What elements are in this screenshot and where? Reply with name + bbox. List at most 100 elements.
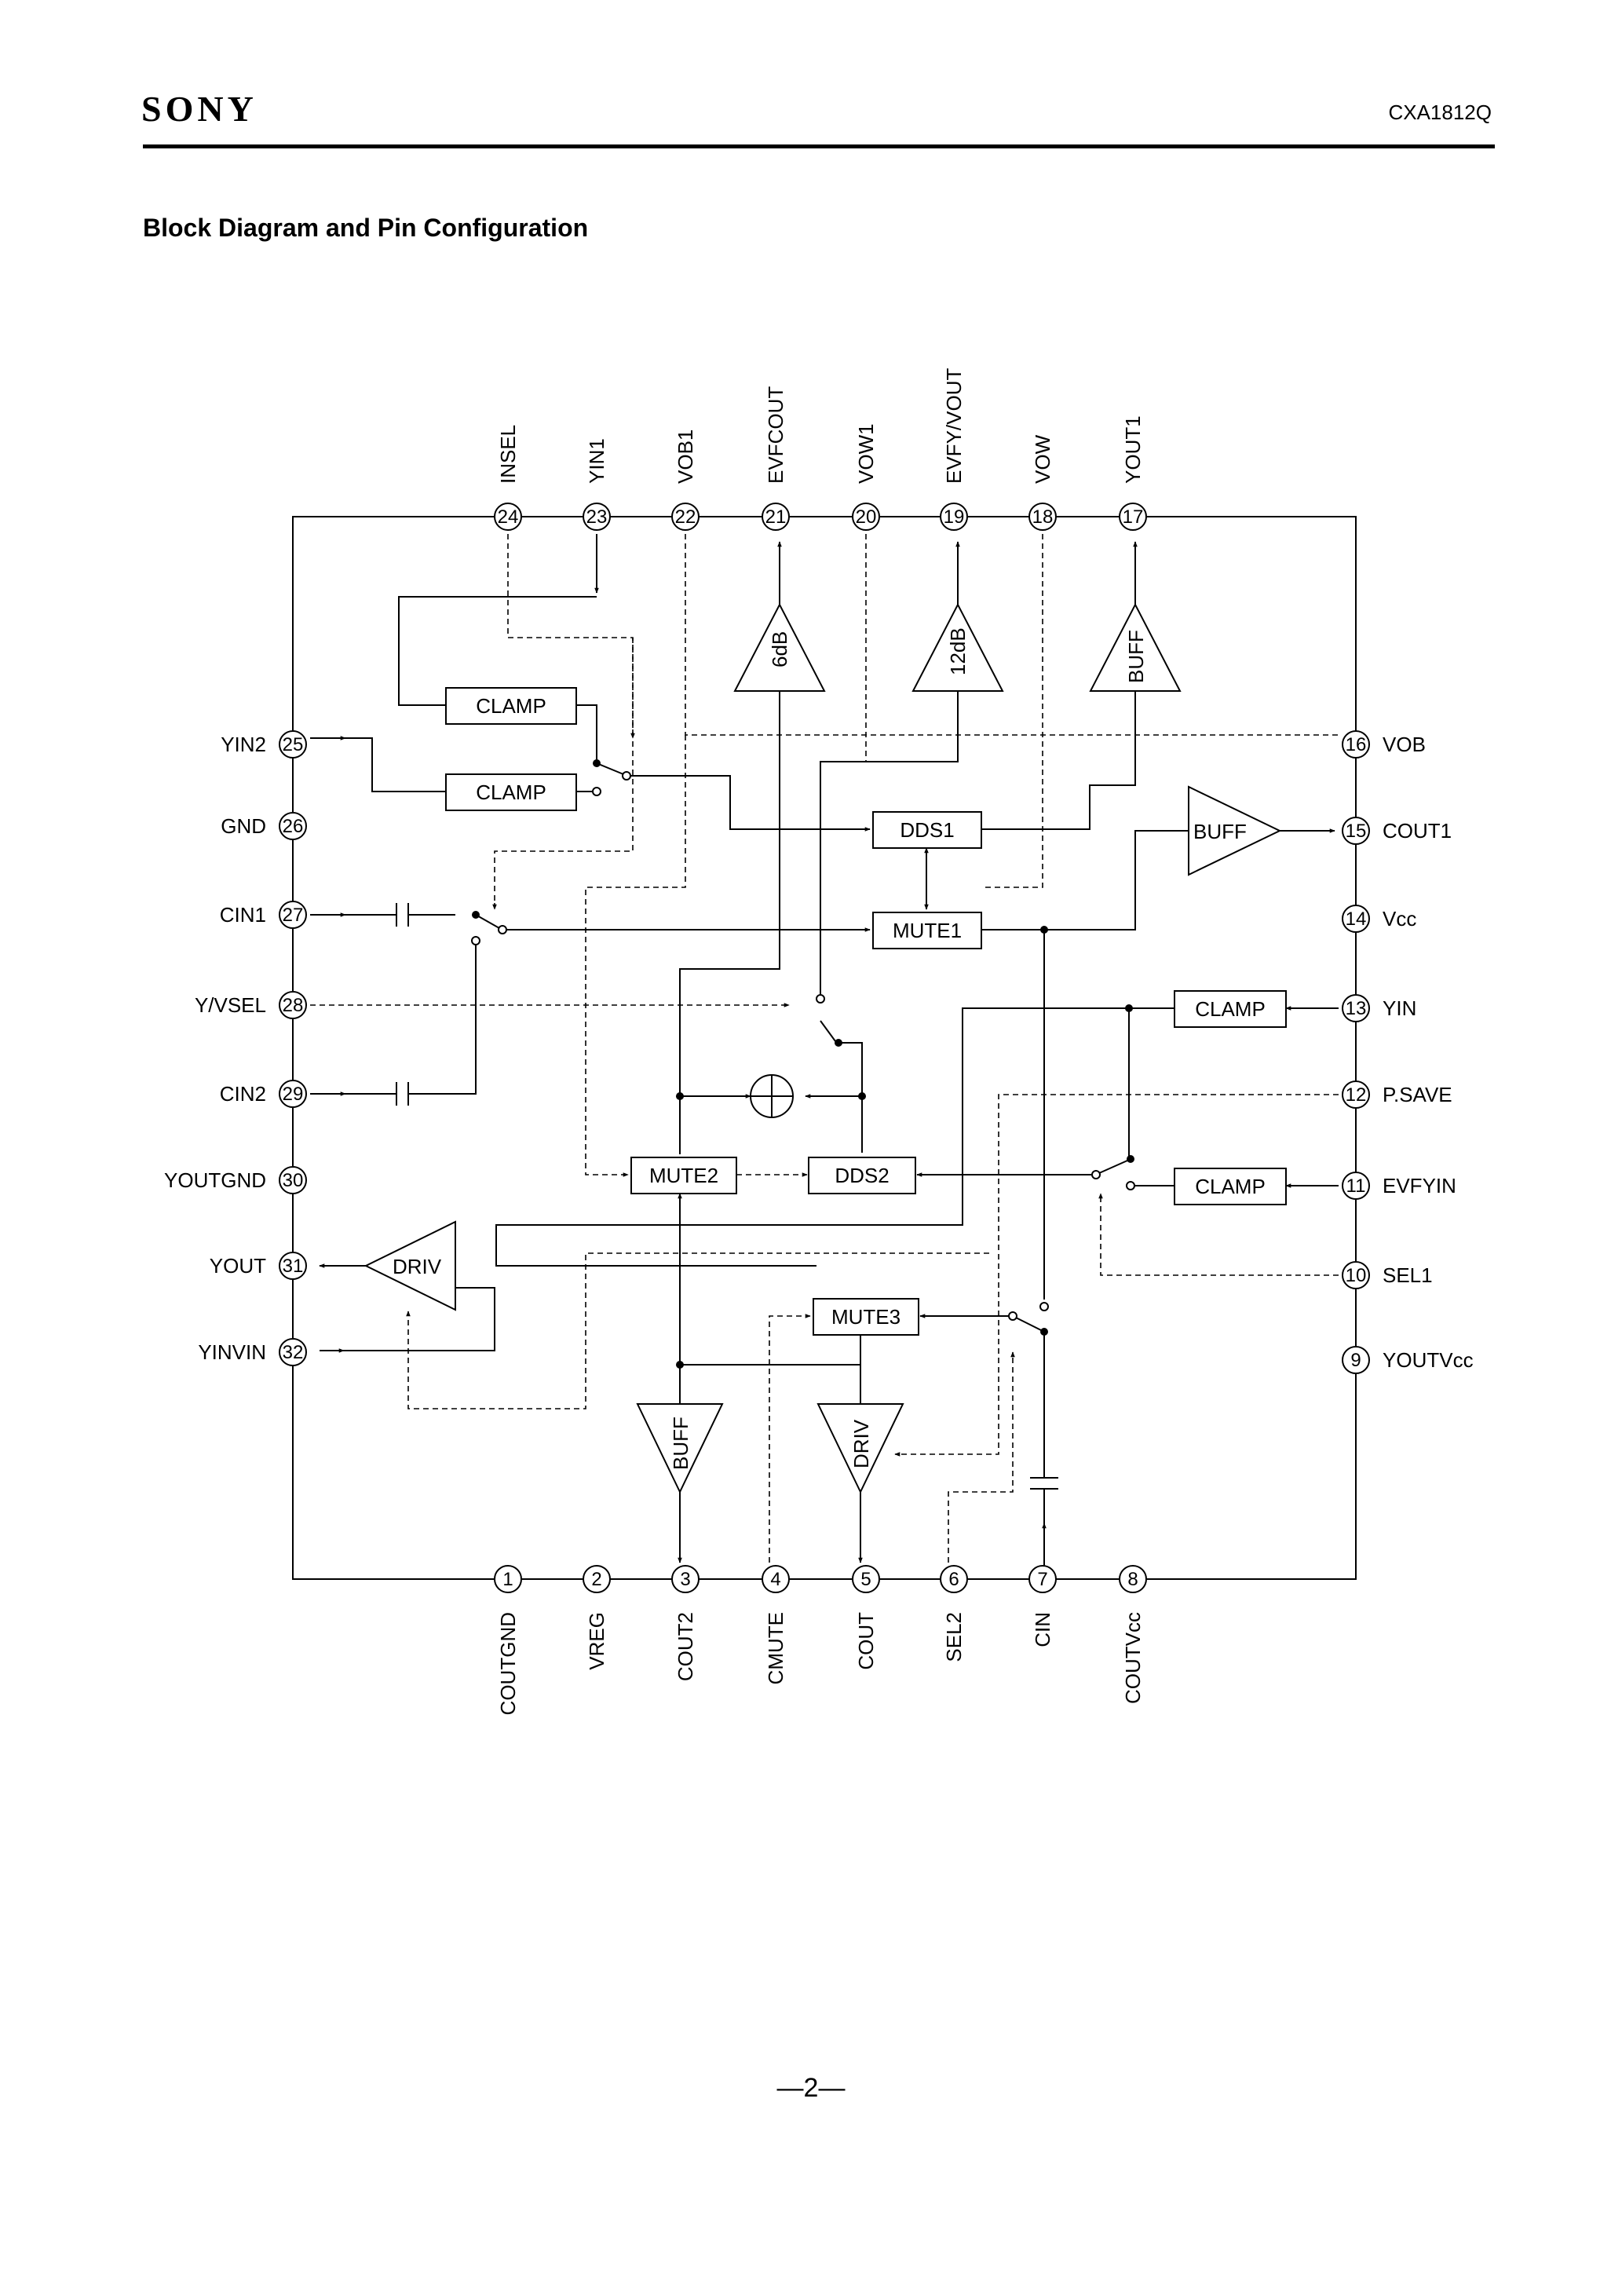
mute3-label: MUTE3: [831, 1305, 901, 1329]
amp-12db-label: 12dB: [946, 627, 970, 675]
pin-label-cout2: COUT2: [674, 1612, 697, 1681]
pin-number: 3: [680, 1569, 690, 1590]
driv-yout-label: DRIV: [393, 1255, 442, 1278]
pin-number: 21: [765, 506, 787, 528]
pin-15: 15 COUT1: [1342, 817, 1452, 845]
buff-cout1-label: BUFF: [1193, 820, 1247, 843]
pin-number: 15: [1346, 821, 1367, 842]
pin-19: 19 EVFY/VOUT: [940, 368, 968, 531]
pin-number: 16: [1346, 734, 1367, 755]
clamp-yin-block: [1174, 990, 1287, 1028]
section-title: Block Diagram and Pin Configuration: [143, 214, 589, 242]
mute3-block: [813, 1298, 919, 1336]
pin-number: 25: [283, 734, 304, 755]
pin-label-coutgnd: COUTGND: [496, 1612, 520, 1715]
pin-label-youtvcc: YOUTVcc: [1383, 1348, 1474, 1372]
pin-label-yinvin: YINVIN: [198, 1340, 266, 1364]
clamp-upper-label: CLAMP: [476, 694, 546, 718]
pin-label-vreg: VREG: [585, 1612, 608, 1670]
dds2-block: [808, 1157, 916, 1194]
pin-number: 2: [591, 1569, 601, 1590]
pin-number: 31: [283, 1256, 304, 1277]
pin-label-evfcout: EVFCOUT: [764, 386, 787, 484]
buff-yout1-label: BUFF: [1124, 630, 1148, 683]
amp-12db-block: [911, 602, 1004, 692]
pin-label-sel1: SEL1: [1383, 1263, 1433, 1287]
pin-label-gnd: GND: [221, 814, 266, 838]
mute1-label: MUTE1: [893, 919, 962, 942]
pin-number: 22: [675, 506, 696, 528]
pin-label-vow: VOW: [1031, 434, 1054, 484]
pin-label-evfyin: EVFYIN: [1383, 1174, 1456, 1197]
pin-number: 11: [1346, 1175, 1366, 1197]
pin-label-evfy-vout: EVFY/VOUT: [942, 368, 966, 484]
pin-number: 24: [498, 506, 519, 528]
pin-number: 7: [1037, 1569, 1047, 1590]
pin-number: 14: [1346, 909, 1367, 930]
pin-number: 26: [283, 816, 304, 837]
pin-label-cin1: CIN1: [220, 903, 266, 927]
pin-number: 20: [856, 506, 877, 528]
pin-27: 27 CIN1: [220, 901, 307, 929]
pin-label-youtgnd: YOUTGND: [164, 1168, 266, 1192]
part-number: CXA1812Q: [1388, 101, 1492, 124]
pin-28: 28Y/VSEL: [195, 991, 307, 1019]
pin-number: 17: [1123, 506, 1144, 528]
pin-number: 6: [948, 1569, 959, 1590]
buff-yout1-block: [1089, 602, 1182, 692]
clamp-lower-label: CLAMP: [476, 781, 546, 804]
pin-number: 18: [1032, 506, 1054, 528]
pin-number: 19: [944, 506, 965, 528]
pin-18: 18 VOW: [1028, 434, 1057, 531]
pin-label-vob1: VOB1: [674, 430, 697, 484]
buff-cout2-label: BUFF: [669, 1417, 692, 1470]
pin-label-cout1: COUT1: [1383, 819, 1452, 843]
pin-label-cin: CIN: [1031, 1612, 1054, 1647]
pin-number: 29: [283, 1084, 304, 1105]
pin-26: 26 GND: [221, 812, 307, 840]
pin-25: 25 YIN2: [221, 730, 307, 759]
buff-cout2-block: [636, 1403, 724, 1494]
pin-number: 30: [283, 1170, 304, 1191]
pin-label-yout1: YOUT1: [1121, 415, 1145, 484]
pin-label-yin1: YIN1: [585, 438, 608, 484]
mute1-block: [872, 912, 982, 949]
clamp-upper-block: [445, 687, 577, 725]
amp-6db-label: 6dB: [768, 631, 791, 667]
pin-label-y-vsel: Y/VSEL: [195, 993, 266, 1017]
clamp-evfyin-label: CLAMP: [1195, 1175, 1266, 1198]
pin-label-p-save: P.SAVE: [1383, 1083, 1452, 1106]
pin-22: 22 VOB1: [671, 430, 700, 531]
pin-number: 8: [1127, 1569, 1138, 1590]
pin-label-coutvcc: COUTVcc: [1121, 1612, 1145, 1704]
header-rule: [143, 144, 1495, 148]
pin-label-yin2: YIN2: [221, 733, 266, 756]
pin-label-vob: VOB: [1383, 733, 1426, 756]
pin-30: 30 YOUTGND: [164, 1166, 307, 1194]
pin-number: 10: [1346, 1265, 1367, 1286]
pin-number: 1: [502, 1569, 513, 1590]
pin-label-sel2: SEL2: [942, 1612, 966, 1662]
pin-number: 27: [283, 905, 304, 926]
sony-logo: SONY: [141, 89, 258, 129]
clamp-evfyin-block: [1174, 1168, 1287, 1205]
driv-yout-block: [363, 1220, 456, 1311]
pin-11: 11 EVFYIN: [1342, 1172, 1456, 1200]
pin-17: 17 YOUT1: [1119, 415, 1147, 531]
page-number: —2—: [776, 2073, 846, 2103]
amp-6db-block: [733, 602, 826, 692]
mute2-label: MUTE2: [649, 1164, 718, 1187]
